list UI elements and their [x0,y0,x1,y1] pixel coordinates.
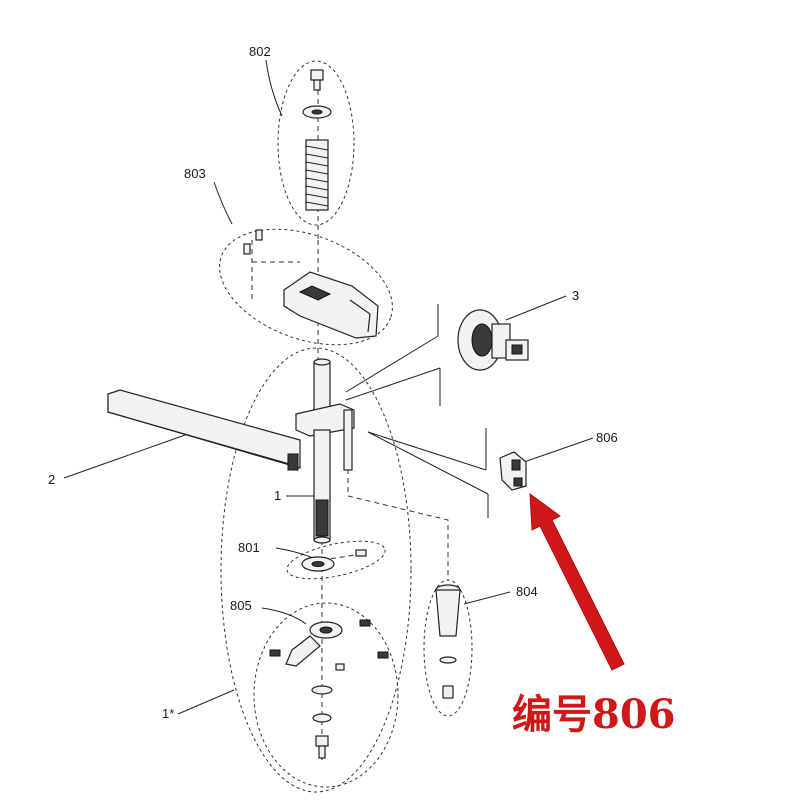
label-802: 802 [249,44,271,59]
group-803-outline [219,228,393,346]
label-805: 805 [230,598,252,613]
part-801-washer [301,549,367,572]
projection-frame-3 [345,304,441,406]
group-805-outline [253,602,399,788]
assembly-line-803 [251,240,300,302]
part-806-clip [499,451,527,491]
leader-802 [265,59,283,117]
leader-2 [63,433,189,479]
group-1star-outline [220,347,412,793]
part-802-screw-spring [302,69,332,211]
part-804-foot-post [435,584,461,699]
label-804: 804 [516,584,538,599]
red-arrow-icon [529,492,625,671]
group-802-outline [277,60,355,226]
assembly-line-804 [347,460,449,580]
leader-1star [177,689,235,715]
part-803-cap-block [243,229,379,339]
assembly-line-801 [321,553,363,561]
part-805-base-hub [269,619,389,759]
label-803: 803 [184,166,206,181]
leader-3 [505,295,567,321]
part-3-rotary-hub [457,309,529,371]
part-1-column [295,358,355,544]
leader-803 [213,181,233,225]
projection-frame-806 [367,428,489,518]
label-1: 1 [274,488,281,503]
label-1star: 1* [162,706,174,721]
leader-804 [463,591,511,605]
label-3: 3 [572,288,579,303]
leader-806 [523,437,594,463]
label-801: 801 [238,540,260,555]
label-806: 806 [596,430,618,445]
group-801-outline [286,540,386,580]
callout-part-number: 编号806 [512,691,676,738]
part-2-arm [107,389,301,471]
label-2: 2 [48,472,55,487]
leader-805 [261,607,307,625]
